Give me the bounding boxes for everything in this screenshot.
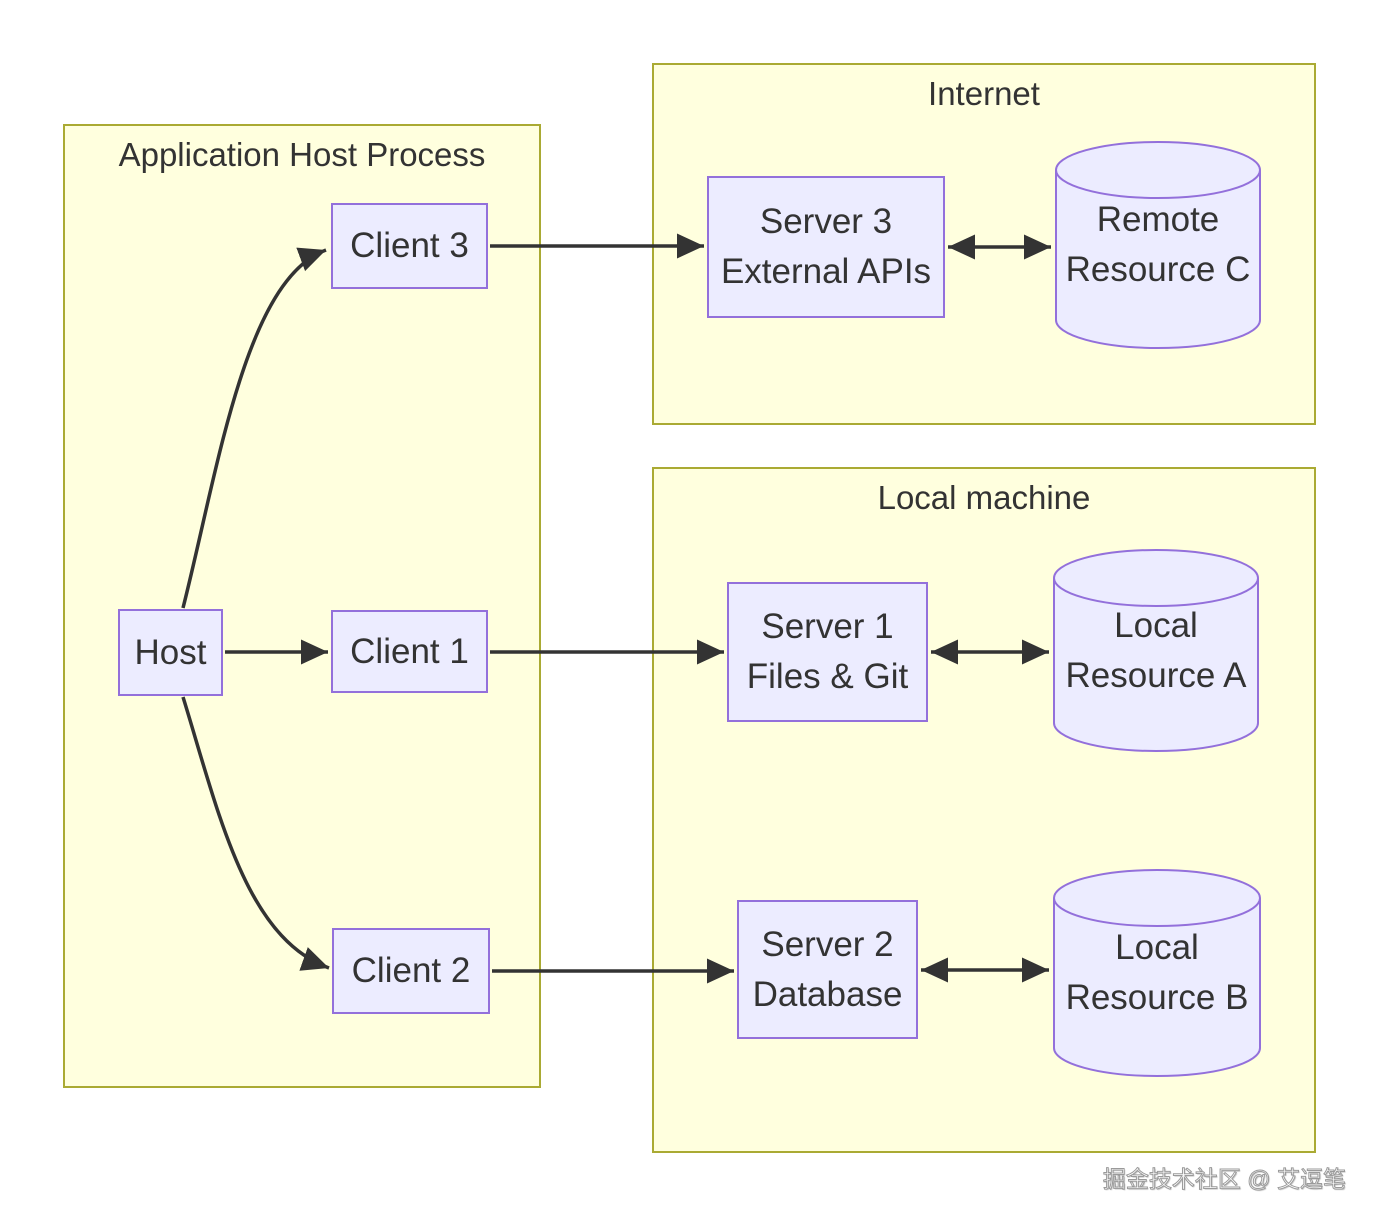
node-server2-label-line1: Server 2 [761,924,894,964]
node-client-3: Client 3 [331,203,488,289]
node-server-3-external-apis: Server 3 External APIs [707,176,945,318]
node-client-2: Client 2 [332,928,490,1014]
node-server3-label-line2: External APIs [720,252,932,291]
node-server1-label-line2: Files & Git [746,657,909,696]
node-host: Host [118,609,223,696]
node-local-resource-b: Local Resource B [1052,868,1262,1078]
resourceC-label-line1: Remote [1096,200,1220,239]
node-server-2-database: Server 2 Database [737,900,918,1039]
node-remote-resource-c: Remote Resource C [1054,140,1262,350]
cylinder-icon [1053,549,1259,752]
cluster-title-internet: Internet [928,75,1040,112]
watermark: 掘金技术社区 @ 艾逗笔 [1102,1166,1346,1193]
node-host-label: Host [134,632,207,672]
node-client1-label: Client 1 [350,631,469,671]
resourceC-label-line2: Resource C [1065,250,1251,289]
node-server-1-files-git: Server 1 Files & Git [727,582,928,722]
cluster-title-local-machine: Local machine [877,479,1091,516]
node-server2-label-line2: Database [752,974,903,1014]
node-client2-label: Client 2 [351,951,471,990]
node-local-resource-a: Local Resource A [1052,548,1260,753]
cluster-title-application-host-process: Application Host Process [118,136,486,173]
node-server3-label-line1: Server 3 [759,202,893,241]
node-server1-label-line1: Server 1 [761,607,894,646]
resourceB-label-line2: Resource B [1065,978,1249,1017]
node-client3-label: Client 3 [350,226,469,265]
cylinder-icon [1055,141,1261,349]
resourceB-label-line1: Local [1115,928,1199,967]
resourceA-label-line2: Resource A [1065,655,1247,695]
resourceA-label-line1: Local [1114,605,1198,645]
cylinder-icon [1053,869,1261,1077]
node-client-1: Client 1 [331,610,488,693]
